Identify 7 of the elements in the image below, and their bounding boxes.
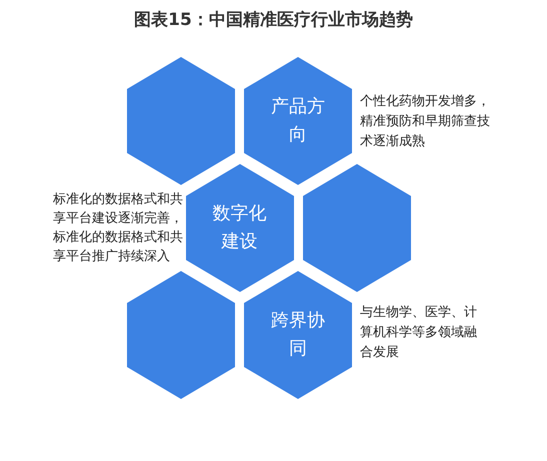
description-text: 与生物学、医学、计算机科学等多领域融合发展 xyxy=(360,304,478,362)
description-text: 个性化药物开发增多，精准预防和早期筛查技术逐渐成熟 xyxy=(360,93,491,151)
tile-label: 跨界协同 xyxy=(270,309,326,361)
tile-label: 产品方向 xyxy=(270,95,326,147)
tile-label: 数字化建设 xyxy=(212,202,268,254)
description-text: 标准化的数据格式和共享平台建设逐渐完善，标准化的数据格式和共享平台推广持续深入 xyxy=(53,191,184,266)
chart-title: 图表15：中国精准医疗行业市场趋势 xyxy=(134,9,413,31)
